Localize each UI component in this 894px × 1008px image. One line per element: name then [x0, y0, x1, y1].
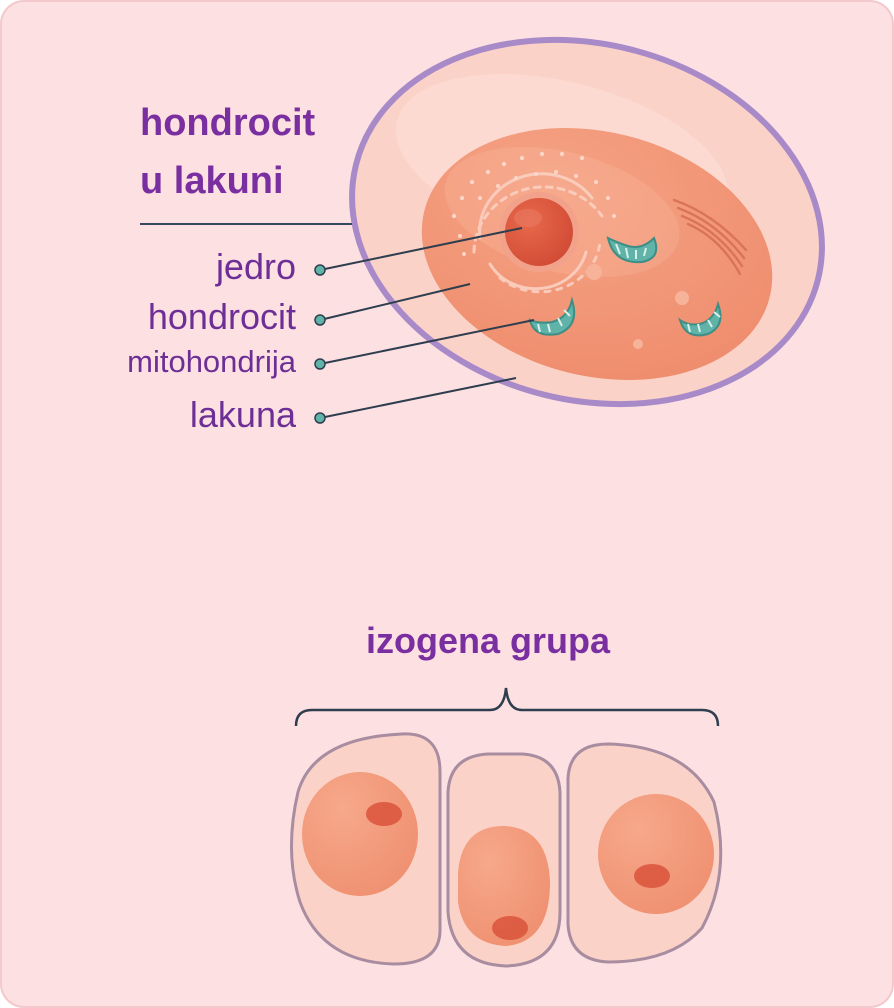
isogenous-cell-left — [291, 734, 440, 964]
label-hondrocit: hondrocit — [148, 296, 296, 338]
title-u-lakuni: u lakuni — [140, 156, 284, 206]
title-hondrocit: hondrocit — [140, 98, 315, 148]
title-izogena-grupa: izogena grupa — [366, 616, 610, 666]
label-jedro: jedro — [216, 246, 296, 288]
leader-line-lakuna — [315, 378, 516, 423]
label-lakuna: lakuna — [190, 394, 296, 436]
curly-brace — [296, 688, 718, 726]
isogenous-cell-right — [568, 744, 721, 962]
label-mitohondrija: mitohondrija — [127, 344, 296, 380]
isogenous-cell-middle — [448, 754, 560, 966]
nucleus — [499, 192, 579, 272]
